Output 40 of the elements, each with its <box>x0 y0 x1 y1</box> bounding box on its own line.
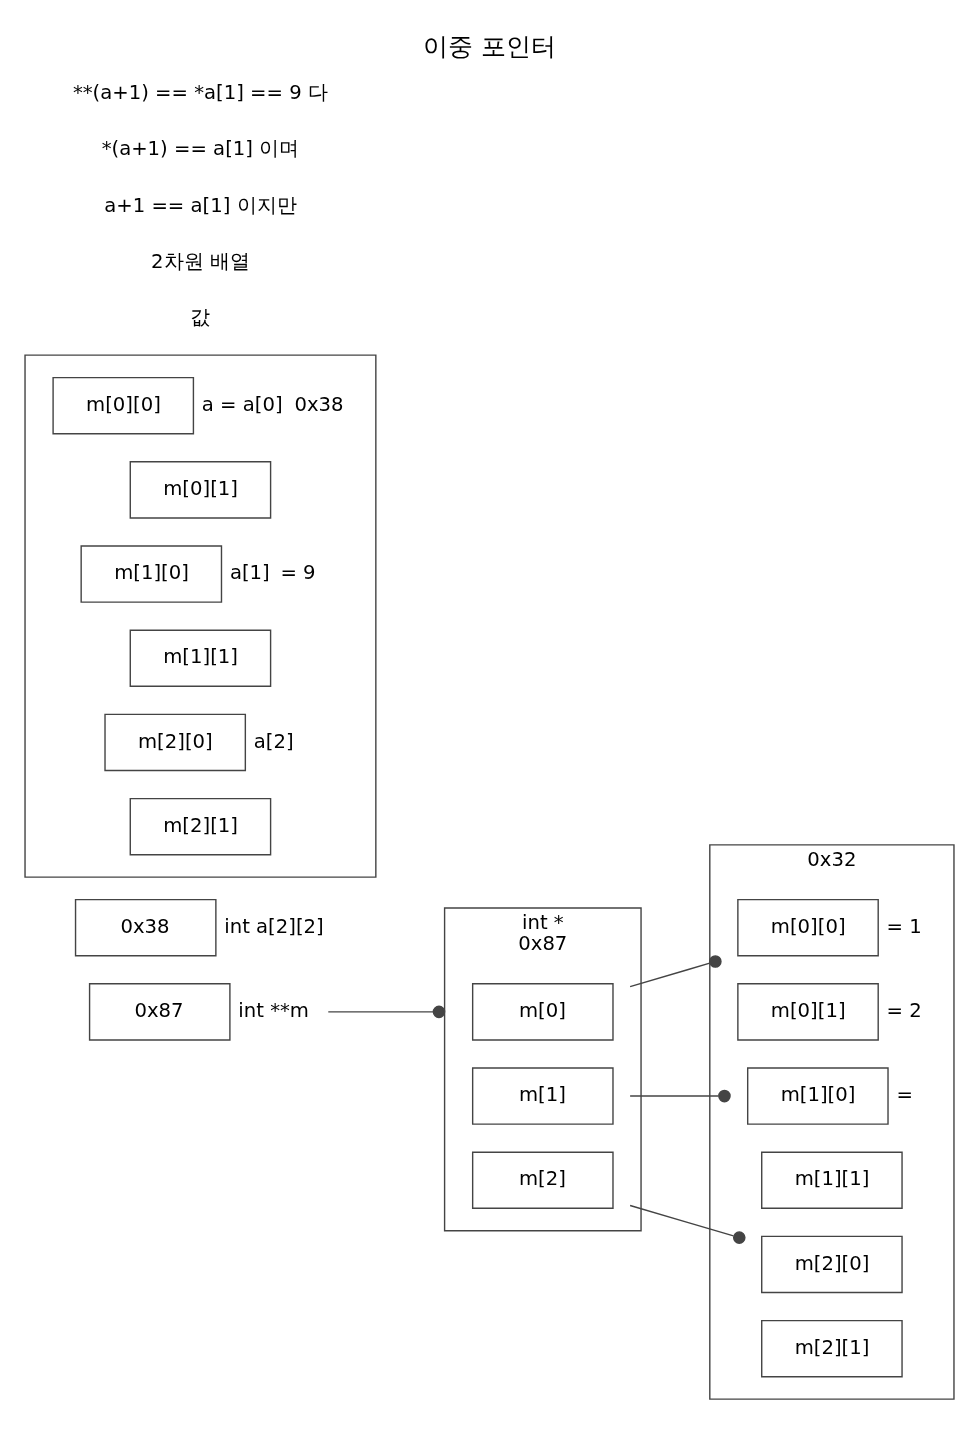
node-label: int **m <box>238 998 309 1022</box>
node-box: m[2][0] <box>104 713 247 771</box>
label: *(a+1) == a[1] 이며 <box>101 136 300 160</box>
node-box: m[1][0] <box>80 544 223 603</box>
node-box: m[0][1] <box>737 982 879 1041</box>
node-label: 0x32 <box>807 847 857 871</box>
node-box: m[1] <box>471 1066 614 1125</box>
node-box: m[1][1] <box>129 629 272 687</box>
label: 값 <box>190 305 211 329</box>
node-box: m[2][1] <box>129 797 272 855</box>
node-box: m[0][0] <box>52 376 195 434</box>
node-box: 0x38 <box>74 898 217 956</box>
node-label: 0x87 <box>518 931 568 955</box>
node-box: m[2][1] <box>761 1319 903 1377</box>
node-label: = 2 <box>886 998 922 1022</box>
node-label: a[2] <box>253 729 294 753</box>
node-label: a = a[0] <box>201 392 283 416</box>
node-box: m[2] <box>471 1151 614 1209</box>
node-label: = 1 <box>886 914 922 938</box>
node-label: 0x38 <box>294 392 344 416</box>
node-box: m[2][0] <box>761 1235 903 1293</box>
node-label: int a[2][2] <box>224 914 324 938</box>
node-label: = <box>896 1082 913 1106</box>
diagram-title: 이중 포인터 <box>422 31 557 61</box>
connector <box>629 1089 731 1102</box>
node-box: m[1][0] <box>747 1066 889 1125</box>
label: 2차원 배열 <box>151 249 250 273</box>
connector <box>327 1005 446 1018</box>
connector <box>629 1204 746 1244</box>
cluster <box>24 353 377 878</box>
node-box: m[0][1] <box>129 460 272 519</box>
node-box: 0x87 <box>88 982 231 1041</box>
connector <box>629 954 722 987</box>
node-box: m[1][1] <box>761 1151 903 1209</box>
label: **(a+1) == *a[1] == 9 다 <box>72 80 328 104</box>
label: a+1 == a[1] 이지만 <box>104 193 297 217</box>
node-label: = 9 <box>280 560 316 584</box>
node-label: a[1] <box>229 560 270 584</box>
node-box: m[0] <box>471 982 614 1041</box>
node-box: m[0][0] <box>737 898 879 956</box>
